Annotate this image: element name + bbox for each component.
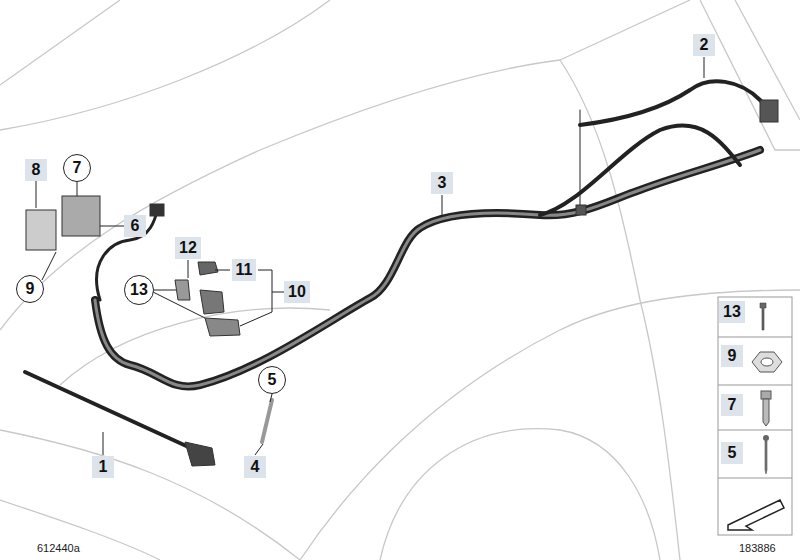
callout-text: 8 [32,162,41,178]
callout-text: 1 [99,459,108,475]
callout-number: 12 [175,237,201,259]
callout-number: 1 [92,456,114,478]
callout-number: 7 [721,394,743,416]
callout-number: 2 [693,34,715,56]
callout-text: 7 [73,160,82,176]
parts-table [718,297,792,535]
callout-text: 5 [728,445,737,461]
callout-circle: 9 [16,275,44,303]
callout-circle: 5 [258,366,286,394]
drawing-number: 183886 [738,542,777,554]
callout-text: 3 [438,175,447,191]
callout-text: 9 [728,348,737,364]
callout-text: 13 [130,282,148,298]
callout-text: 6 [131,218,140,234]
callout-circle: 7 [63,154,91,182]
callout-text: 4 [251,459,260,475]
callout-text: 5 [268,372,277,388]
drawing-number: 612440a [36,542,81,554]
callout-circle: 13 [124,275,154,305]
callout-text: 10 [288,284,306,300]
leader-lines [36,57,704,455]
wiring-harness [25,81,768,450]
callout-text: 13 [723,304,741,320]
components [26,100,778,466]
callout-text: 12 [179,240,197,256]
callout-number: 3 [431,172,453,194]
callout-text: 9 [26,281,35,297]
callout-number: 6 [124,215,146,237]
callout-number: 5 [721,442,743,464]
callout-text: 7 [728,397,737,413]
callout-number: 13 [719,301,745,323]
callout-number: 9 [721,345,743,367]
callout-number: 10 [284,281,310,303]
callout-text: 2 [700,37,709,53]
callout-text: 11 [236,262,253,278]
callout-number: 11 [232,259,257,281]
callout-number: 4 [244,456,266,478]
callout-number: 8 [25,159,47,181]
